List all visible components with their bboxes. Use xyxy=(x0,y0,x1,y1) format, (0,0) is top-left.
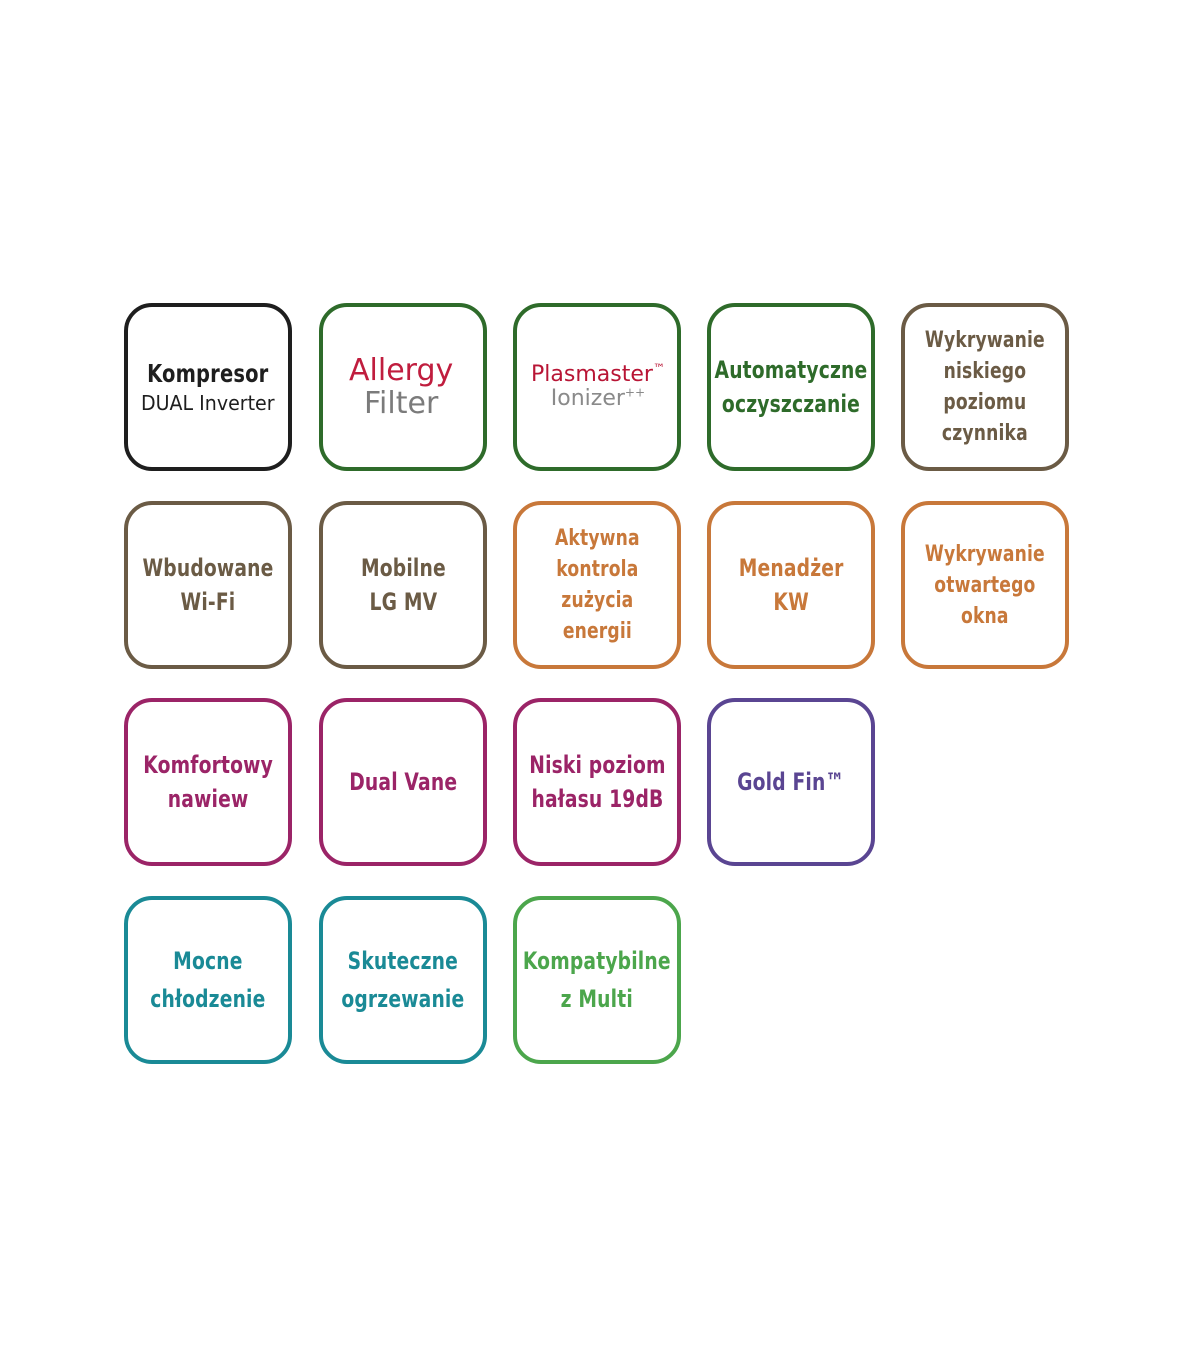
refrigerant-text: Wykrywanie niskiego poziomu czynnika xyxy=(925,328,1045,446)
tile-kompresor-dual-inverter: Kompresor DUAL Inverter xyxy=(124,303,292,471)
trademark-mark: ™ xyxy=(652,361,665,376)
dual-vane-text: Dual Vane xyxy=(349,768,457,796)
tile-mobile-lg-mv: Mobilne LG MV xyxy=(319,501,487,669)
tile-plasmaster-ionizer: Plasmaster™ Ionizer++ xyxy=(513,303,681,471)
allergy-filter-logo: Allergy Filter xyxy=(349,354,453,420)
noise-text: Niski poziom hałasu 19dB xyxy=(528,751,666,813)
filter-label: Filter xyxy=(363,386,439,421)
plasmaster-label: Plasmaster™ xyxy=(531,361,665,387)
mobile-text: Mobilne LG MV xyxy=(360,554,446,616)
tile-energy-control: Aktywna kontrola zużycia energii xyxy=(513,501,681,669)
plus-plus-mark: ++ xyxy=(624,385,646,400)
tile-dual-vane: Dual Vane xyxy=(319,698,487,866)
tile-allergy-filter: Allergy Filter xyxy=(319,303,487,471)
tile-refrigerant-leak-detection: Wykrywanie niskiego poziomu czynnika xyxy=(901,303,1069,471)
tile-auto-clean: Automatyczne oczyszczanie xyxy=(707,303,875,471)
window-text: Wykrywanie otwartego okna xyxy=(925,541,1045,629)
tile-effective-heating: Skuteczne ogrzewanie xyxy=(319,896,487,1064)
gold-fin-text: Gold Fin™ xyxy=(737,768,845,796)
kw-text: Menadżer KW xyxy=(738,554,844,616)
tile-gold-fin: Gold Fin™ xyxy=(707,698,875,866)
tile-kw-manager: Menadżer KW xyxy=(707,501,875,669)
ionizer-label: Ionizer++ xyxy=(550,385,646,411)
cooling-text: Mocne chłodzenie xyxy=(150,947,266,1013)
tile-wifi: Wbudowane Wi-Fi xyxy=(124,501,292,669)
multi-text: Kompatybilne z Multi xyxy=(523,947,671,1013)
heating-text: Skuteczne ogrzewanie xyxy=(341,947,465,1013)
tile-open-window-detection: Wykrywanie otwartego okna xyxy=(901,501,1069,669)
tile-multi-compatible: Kompatybilne z Multi xyxy=(513,896,681,1064)
tile-low-noise: Niski poziom hałasu 19dB xyxy=(513,698,681,866)
kompresor-label: Kompresor xyxy=(147,359,269,388)
tile-kompresor-text: Kompresor DUAL Inverter xyxy=(130,358,286,416)
wifi-text: Wbudowane Wi-Fi xyxy=(142,554,274,616)
allergy-label: Allergy xyxy=(349,353,454,388)
tile-comfort-airflow: Komfortowy nawiew xyxy=(124,698,292,866)
auto-clean-text: Automatyczne oczyszczanie xyxy=(714,356,868,418)
tile-strong-cooling: Mocne chłodzenie xyxy=(124,896,292,1064)
dual-inverter-label: DUAL Inverter xyxy=(141,391,275,415)
energy-text: Aktywna kontrola zużycia energii xyxy=(554,526,640,644)
plasmaster-ionizer-logo: Plasmaster™ Ionizer++ xyxy=(531,361,665,411)
comfort-text: Komfortowy nawiew xyxy=(143,751,273,813)
